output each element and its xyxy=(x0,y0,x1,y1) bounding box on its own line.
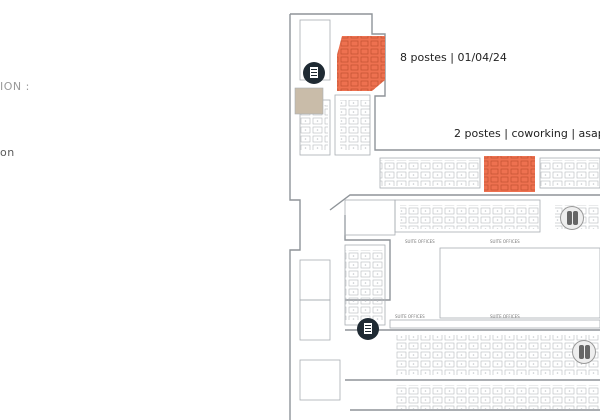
highlight-zone-1 xyxy=(337,36,385,91)
plan-label-suite-offices-1: SUITE OFFICES xyxy=(405,239,435,244)
zone-2-callout: 2 postes | coworking | asap xyxy=(454,127,600,140)
plan-label-suite-offices-4: SUITE OFFICES xyxy=(490,314,520,319)
document-icon[interactable] xyxy=(357,318,379,340)
restroom-icon xyxy=(560,206,584,230)
plan-label-suite-offices-2: SUITE OFFICES xyxy=(490,239,520,244)
zone-1-callout: 8 postes | 01/04/24 xyxy=(400,51,507,64)
restroom-icon xyxy=(572,340,596,364)
plan-label-suite-offices-3: SUITE OFFICES xyxy=(395,314,425,319)
document-icon[interactable] xyxy=(303,62,325,84)
beige-room xyxy=(294,87,324,115)
highlight-zone-2 xyxy=(484,156,535,192)
left-label-fragment: ION : xyxy=(0,80,30,93)
desk-areas xyxy=(300,100,600,409)
left-text-fragment: on xyxy=(0,146,15,159)
